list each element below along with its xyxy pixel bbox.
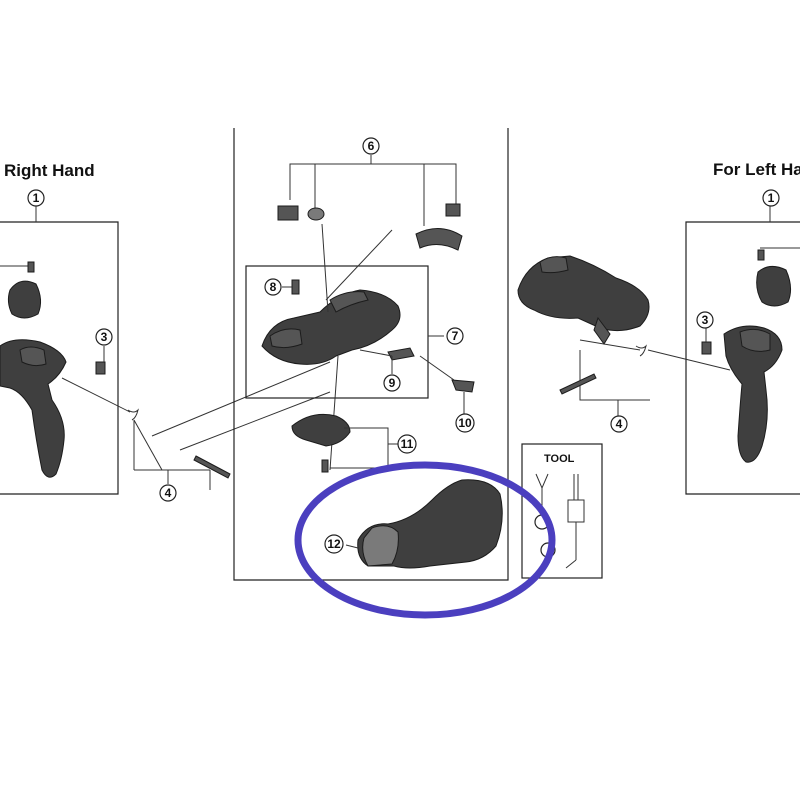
left-cap-part	[756, 266, 792, 307]
part-12-tip	[362, 525, 399, 567]
callout-3-left: 3	[101, 330, 108, 344]
bolt-part	[277, 205, 299, 221]
tool-frame	[521, 443, 603, 579]
callout-circle-8	[264, 278, 282, 296]
highlight-ellipse	[294, 461, 556, 619]
callout-circle-12	[324, 534, 344, 554]
washer-part	[307, 207, 325, 221]
callout-circle-1-left	[27, 189, 45, 207]
cap-part	[7, 280, 42, 319]
clamp-band-part	[415, 228, 463, 251]
callout-1-left: 1	[33, 191, 40, 205]
callout-10: 10	[458, 416, 472, 430]
left-lever-body	[723, 325, 783, 463]
tool-title: TOOL	[544, 453, 575, 465]
callout-circle-1-right	[762, 189, 780, 207]
inner-box-7	[245, 265, 429, 399]
tool-box: TOOL	[521, 443, 603, 579]
right-hand-assembly	[0, 206, 331, 495]
part-3-right	[701, 341, 712, 355]
callouts: 1 3 4 6 7 8 9 10 11 12 4 3 1	[27, 137, 780, 558]
left-hand-heading: For Left Ha	[713, 160, 800, 179]
callout-6: 6	[368, 139, 375, 153]
callout-4-right: 4	[616, 417, 623, 431]
callout-9: 9	[389, 376, 396, 390]
callout-3-right: 3	[702, 313, 709, 327]
callout-circle-3-right	[696, 311, 714, 329]
center-frame	[233, 128, 509, 581]
callout-circle-6	[362, 137, 380, 155]
center-assembly	[233, 128, 509, 581]
left-hand-frame	[685, 221, 800, 495]
callout-circle-11	[397, 434, 417, 454]
right-hand-frame	[0, 221, 119, 495]
callout-8: 8	[270, 280, 277, 294]
right-hand-heading: Right Hand	[4, 161, 95, 180]
callout-1-right: 1	[768, 191, 775, 205]
callout-circle-10	[455, 413, 475, 433]
callout-7: 7	[452, 329, 459, 343]
part-8-screw	[291, 279, 300, 295]
callout-11: 11	[401, 437, 414, 451]
part-10	[451, 379, 475, 393]
callout-4-left: 4	[165, 486, 172, 500]
part-9	[387, 347, 415, 361]
right-lever-body	[0, 339, 67, 478]
left-hand-assembly	[517, 206, 800, 495]
part-11-cover	[291, 413, 351, 447]
callout-circle-9	[383, 374, 401, 392]
callout-12: 12	[327, 537, 341, 551]
part-3-left	[95, 361, 106, 375]
callout-circle-4-right	[610, 415, 628, 433]
callout-circle-4-left	[159, 484, 177, 502]
callout-circle-7	[446, 327, 464, 345]
callout-circle-3-left	[95, 328, 113, 346]
left-bracket-body	[517, 255, 650, 332]
